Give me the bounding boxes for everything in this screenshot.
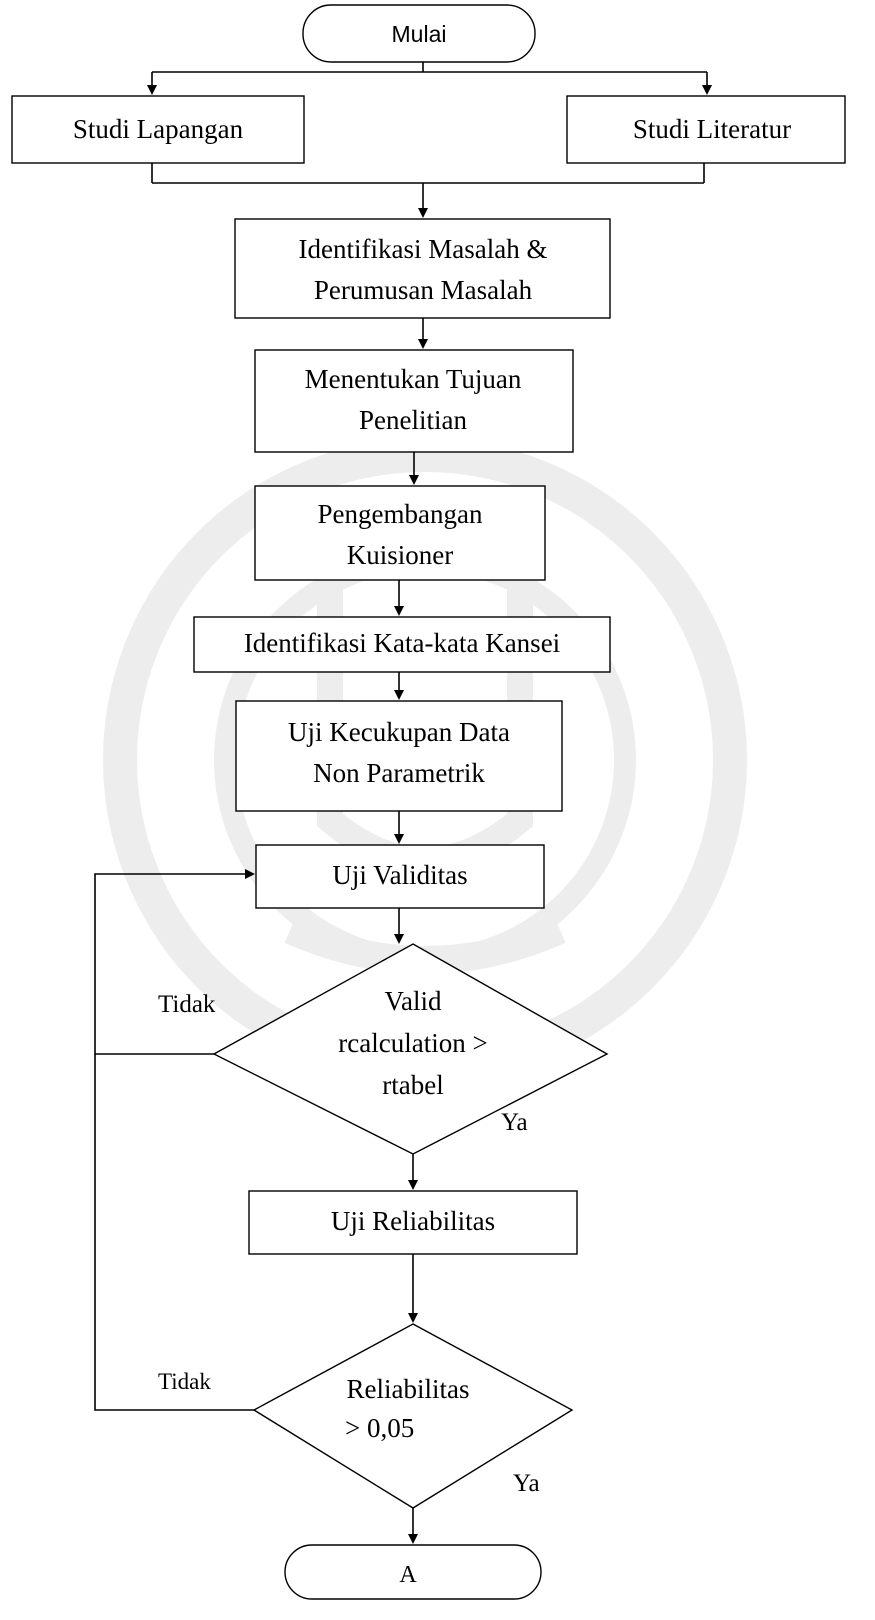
decision-valid-line-1: Valid — [385, 986, 442, 1016]
decision-reliabilitas-line-2: > 0,05 — [345, 1413, 414, 1443]
decision-valid-line-3: rtabel — [382, 1070, 443, 1100]
reliabilitas-label: Uji Reliabilitas — [331, 1206, 495, 1236]
validitas-label: Uji Validitas — [332, 860, 467, 890]
decision-valid-line-2: rcalculation > — [338, 1028, 487, 1058]
studi-lapangan-box: Studi Lapangan — [11, 95, 305, 164]
start-label: Mulai — [392, 21, 447, 47]
kansei-label: Identifikasi Kata-kata Kansei — [244, 628, 560, 658]
label-valid-no: Tidak — [158, 991, 216, 1018]
studi-lapangan-label: Studi Lapangan — [73, 114, 244, 144]
kuisioner-line-2: Kuisioner — [347, 540, 453, 570]
edge-valid-no — [94, 869, 255, 1055]
validitas-box: Uji Validitas — [255, 844, 545, 909]
decision-reliabilitas-diamond: Reliabilitas > 0,05 — [252, 1323, 574, 1509]
tujuan-line-1: Menentukan Tujuan — [305, 364, 522, 394]
studi-literatur-label: Studi Literatur — [633, 114, 791, 144]
kuisioner-box: Pengembangan Kuisioner — [254, 485, 546, 581]
kecukupan-line-2: Non Parametrik — [313, 758, 485, 788]
decision-reliabilitas-line-1: Reliabilitas — [347, 1374, 470, 1404]
identifikasi-box: Identifikasi Masalah & Perumusan Masalah — [234, 218, 611, 319]
label-valid-yes: Ya — [501, 1109, 528, 1136]
edges — [94, 62, 712, 1544]
decision-valid-diamond: Valid rcalculation > rtabel — [212, 943, 609, 1155]
start-terminator: Mulai — [302, 4, 536, 63]
tujuan-box: Menentukan Tujuan Penelitian — [254, 349, 574, 453]
end-label: A — [399, 1562, 417, 1588]
tujuan-line-2: Penelitian — [359, 405, 467, 435]
identifikasi-line-1: Identifikasi Masalah & — [299, 234, 548, 264]
kuisioner-line-1: Pengembangan — [318, 499, 483, 529]
reliabilitas-box: Uji Reliabilitas — [248, 1190, 578, 1255]
label-reliabilitas-yes: Ya — [513, 1470, 540, 1497]
kecukupan-box: Uji Kecukupan Data Non Parametrik — [235, 700, 563, 812]
end-terminator: A — [284, 1544, 542, 1600]
kecukupan-line-1: Uji Kecukupan Data — [288, 717, 510, 747]
label-reliabilitas-no: Tidak — [158, 1369, 211, 1394]
studi-literatur-box: Studi Literatur — [566, 95, 846, 164]
edge-reliabilitas-no — [94, 1054, 254, 1411]
identifikasi-line-2: Perumusan Masalah — [314, 275, 533, 305]
kansei-box: Identifikasi Kata-kata Kansei — [193, 616, 611, 673]
